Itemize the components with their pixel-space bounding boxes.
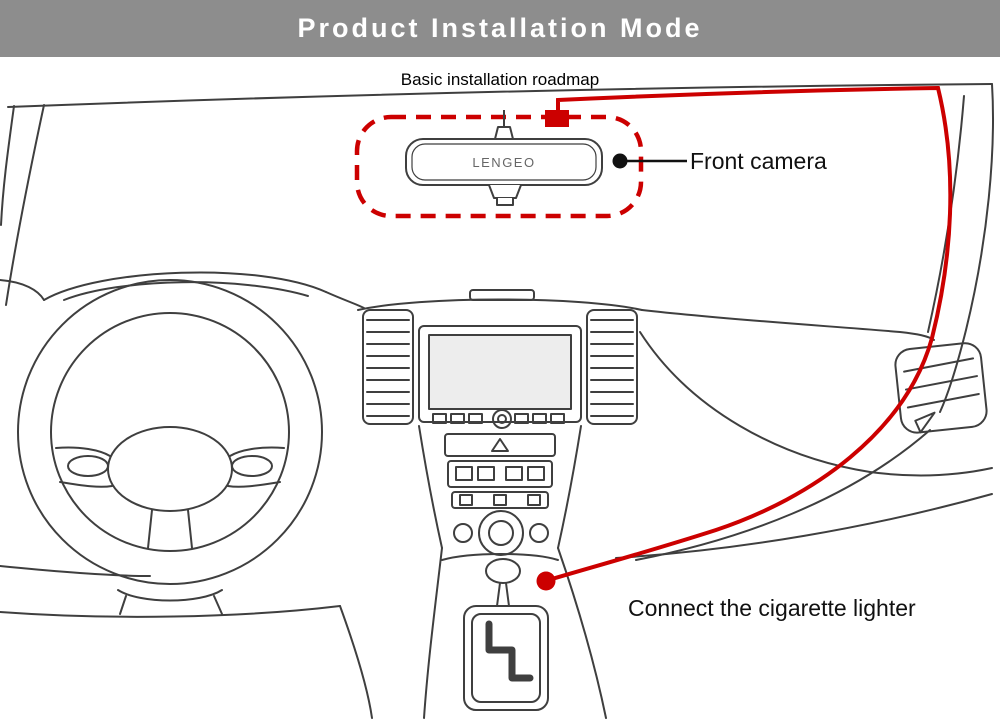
- dash-top-left: [0, 279, 45, 301]
- steering-wheel: [17, 279, 323, 585]
- header-bar: Product Installation Mode: [0, 0, 1000, 57]
- defrost-vent: [469, 289, 535, 301]
- left-pillar-line-2: [5, 104, 45, 306]
- dash-lower-left-inner: [0, 565, 151, 577]
- diagram-subtitle: Basic installation roadmap: [400, 70, 600, 89]
- dash-right-lower-edge: [635, 429, 931, 561]
- dash-right-upper: [641, 309, 935, 341]
- knee-panel-edge: [339, 605, 373, 719]
- hood-to-stack: [325, 291, 365, 309]
- steering-column-left: [119, 595, 127, 615]
- mirror-mount-tail: [496, 198, 514, 206]
- right-pillar-outer-line: [939, 83, 994, 413]
- mirror-highlight-dashed-box: [354, 114, 644, 219]
- steering-column-right: [213, 595, 223, 615]
- rearview-mirror: [405, 110, 603, 206]
- cable-route-line: [550, 85, 953, 581]
- instrument-hood: [43, 271, 327, 301]
- front-camera-label: Front camera: [690, 148, 827, 174]
- gear-shifter: [423, 547, 607, 719]
- cable-start-marker: [545, 110, 569, 127]
- instrument-hood-inner: [63, 281, 309, 301]
- cigarette-lighter-label: Connect the cigarette lighter: [628, 595, 916, 621]
- steering-column: [117, 589, 223, 602]
- dashboard-sketch: [0, 83, 994, 719]
- mirror-stem: [494, 126, 514, 140]
- mirror-glass: [411, 143, 597, 181]
- stack-top-edge: [357, 298, 643, 311]
- cigarette-lighter-dot: [536, 571, 556, 591]
- mirror-mount: [488, 184, 522, 199]
- dash-right-face: [639, 331, 993, 477]
- dash-right-bottom-line: [615, 493, 993, 559]
- page-title: Product Installation Mode: [297, 13, 703, 43]
- front-camera-dot: [612, 153, 628, 169]
- center-console: [362, 309, 638, 556]
- dash-lower-left-edge: [0, 605, 341, 618]
- right-vent: [894, 342, 988, 434]
- left-pillar-line: [0, 105, 15, 226]
- windshield-top-line: [7, 83, 993, 108]
- mirror-brand-text: LENGEO: [472, 155, 536, 170]
